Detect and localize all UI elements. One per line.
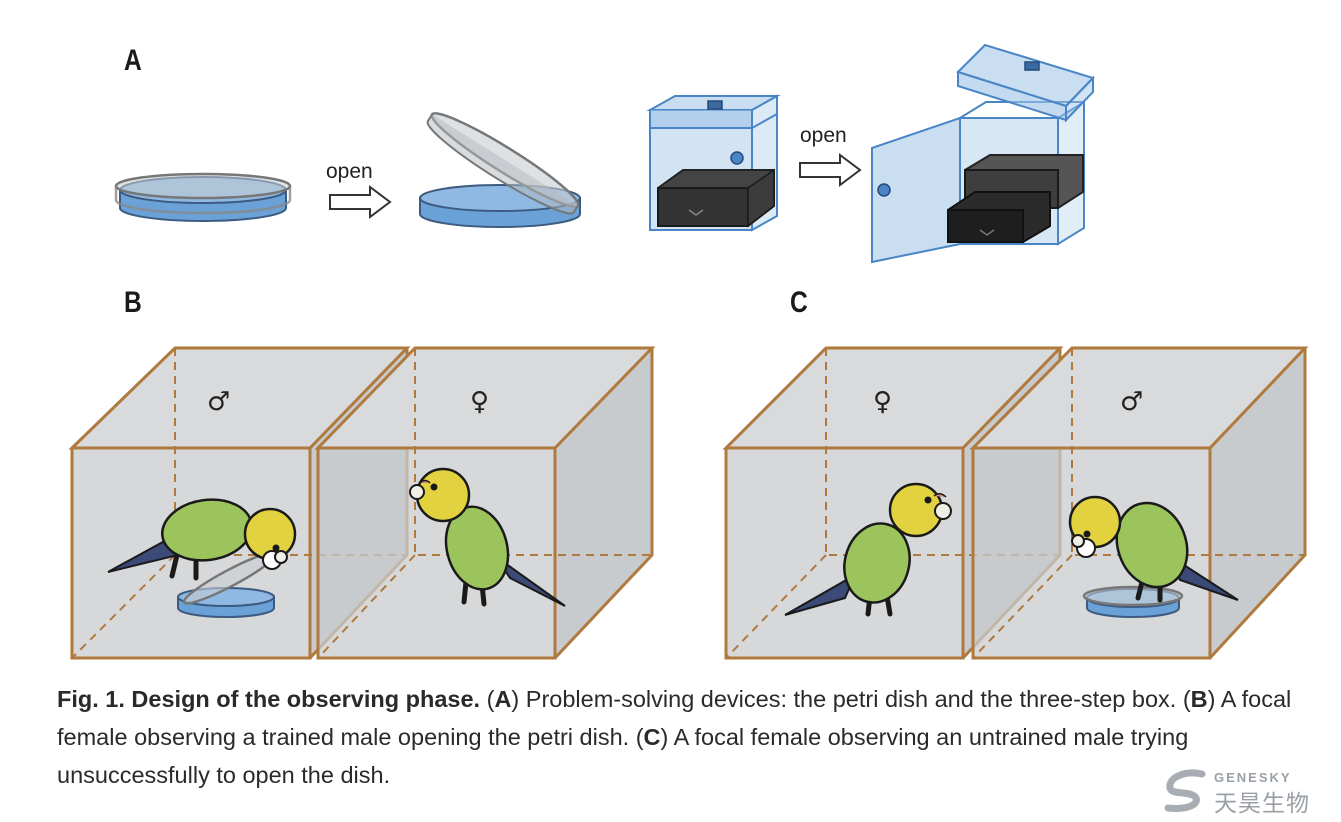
bird-female-c	[784, 482, 952, 617]
open-arrow-2: open	[799, 124, 862, 187]
three-step-box-open	[871, 43, 1095, 264]
genesky-logo-icon	[1164, 769, 1206, 812]
bird-male-b	[107, 498, 297, 581]
open-label-2: open	[800, 124, 847, 147]
petri-dish-open	[419, 112, 581, 228]
petri-dish-b	[177, 551, 278, 618]
panel-label-b: B	[124, 286, 142, 319]
genesky-watermark: GENESKY 天昊生物	[1162, 768, 1327, 817]
bird-female-b	[409, 467, 566, 607]
three-step-box-closed	[646, 94, 781, 232]
cage-b-right: ♀	[314, 346, 656, 660]
watermark-brand-en: GENESKY	[1214, 770, 1292, 785]
bird-male-c	[1068, 495, 1239, 603]
caption-part-a: ) Problem-solving devices: the petri dis…	[511, 686, 1191, 712]
caption-part-b: ) A focal female observing a trained mal…	[57, 686, 1292, 750]
petri-dish-closed	[114, 172, 292, 222]
caption-letter-b: B	[1190, 686, 1208, 712]
panel-a-devices: open open	[114, 43, 1095, 264]
cage-b-left-symbol: ♂	[207, 387, 230, 417]
caption-part-open: (	[480, 686, 495, 712]
panel-label-c: C	[790, 286, 808, 319]
watermark-brand-cn: 天昊生物	[1214, 791, 1310, 817]
cage-c-right-symbol: ♂	[1120, 387, 1143, 417]
panel-label-a: A	[124, 44, 142, 77]
caption-title: Fig. 1. Design of the observing phase.	[57, 686, 481, 712]
caption-letter-c: C	[643, 724, 661, 750]
figure-illustration: open open	[68, 43, 1309, 660]
caption-letter-a: A	[494, 686, 512, 712]
cage-c-left-symbol: ♀	[873, 387, 892, 417]
open-label-1: open	[326, 160, 373, 183]
panel-b-cages: ♂ ♀	[68, 346, 656, 660]
cage-b-right-symbol: ♀	[470, 387, 489, 417]
petri-dish-c	[1082, 585, 1184, 618]
caption-part-c: ) A focal female observing an untrained …	[57, 724, 1189, 788]
open-arrow-1: open	[326, 160, 392, 219]
panel-c-cages: ♀ ♂	[722, 346, 1309, 660]
figure-caption: Fig. 1. Design of the observing phase. (…	[57, 680, 1327, 794]
